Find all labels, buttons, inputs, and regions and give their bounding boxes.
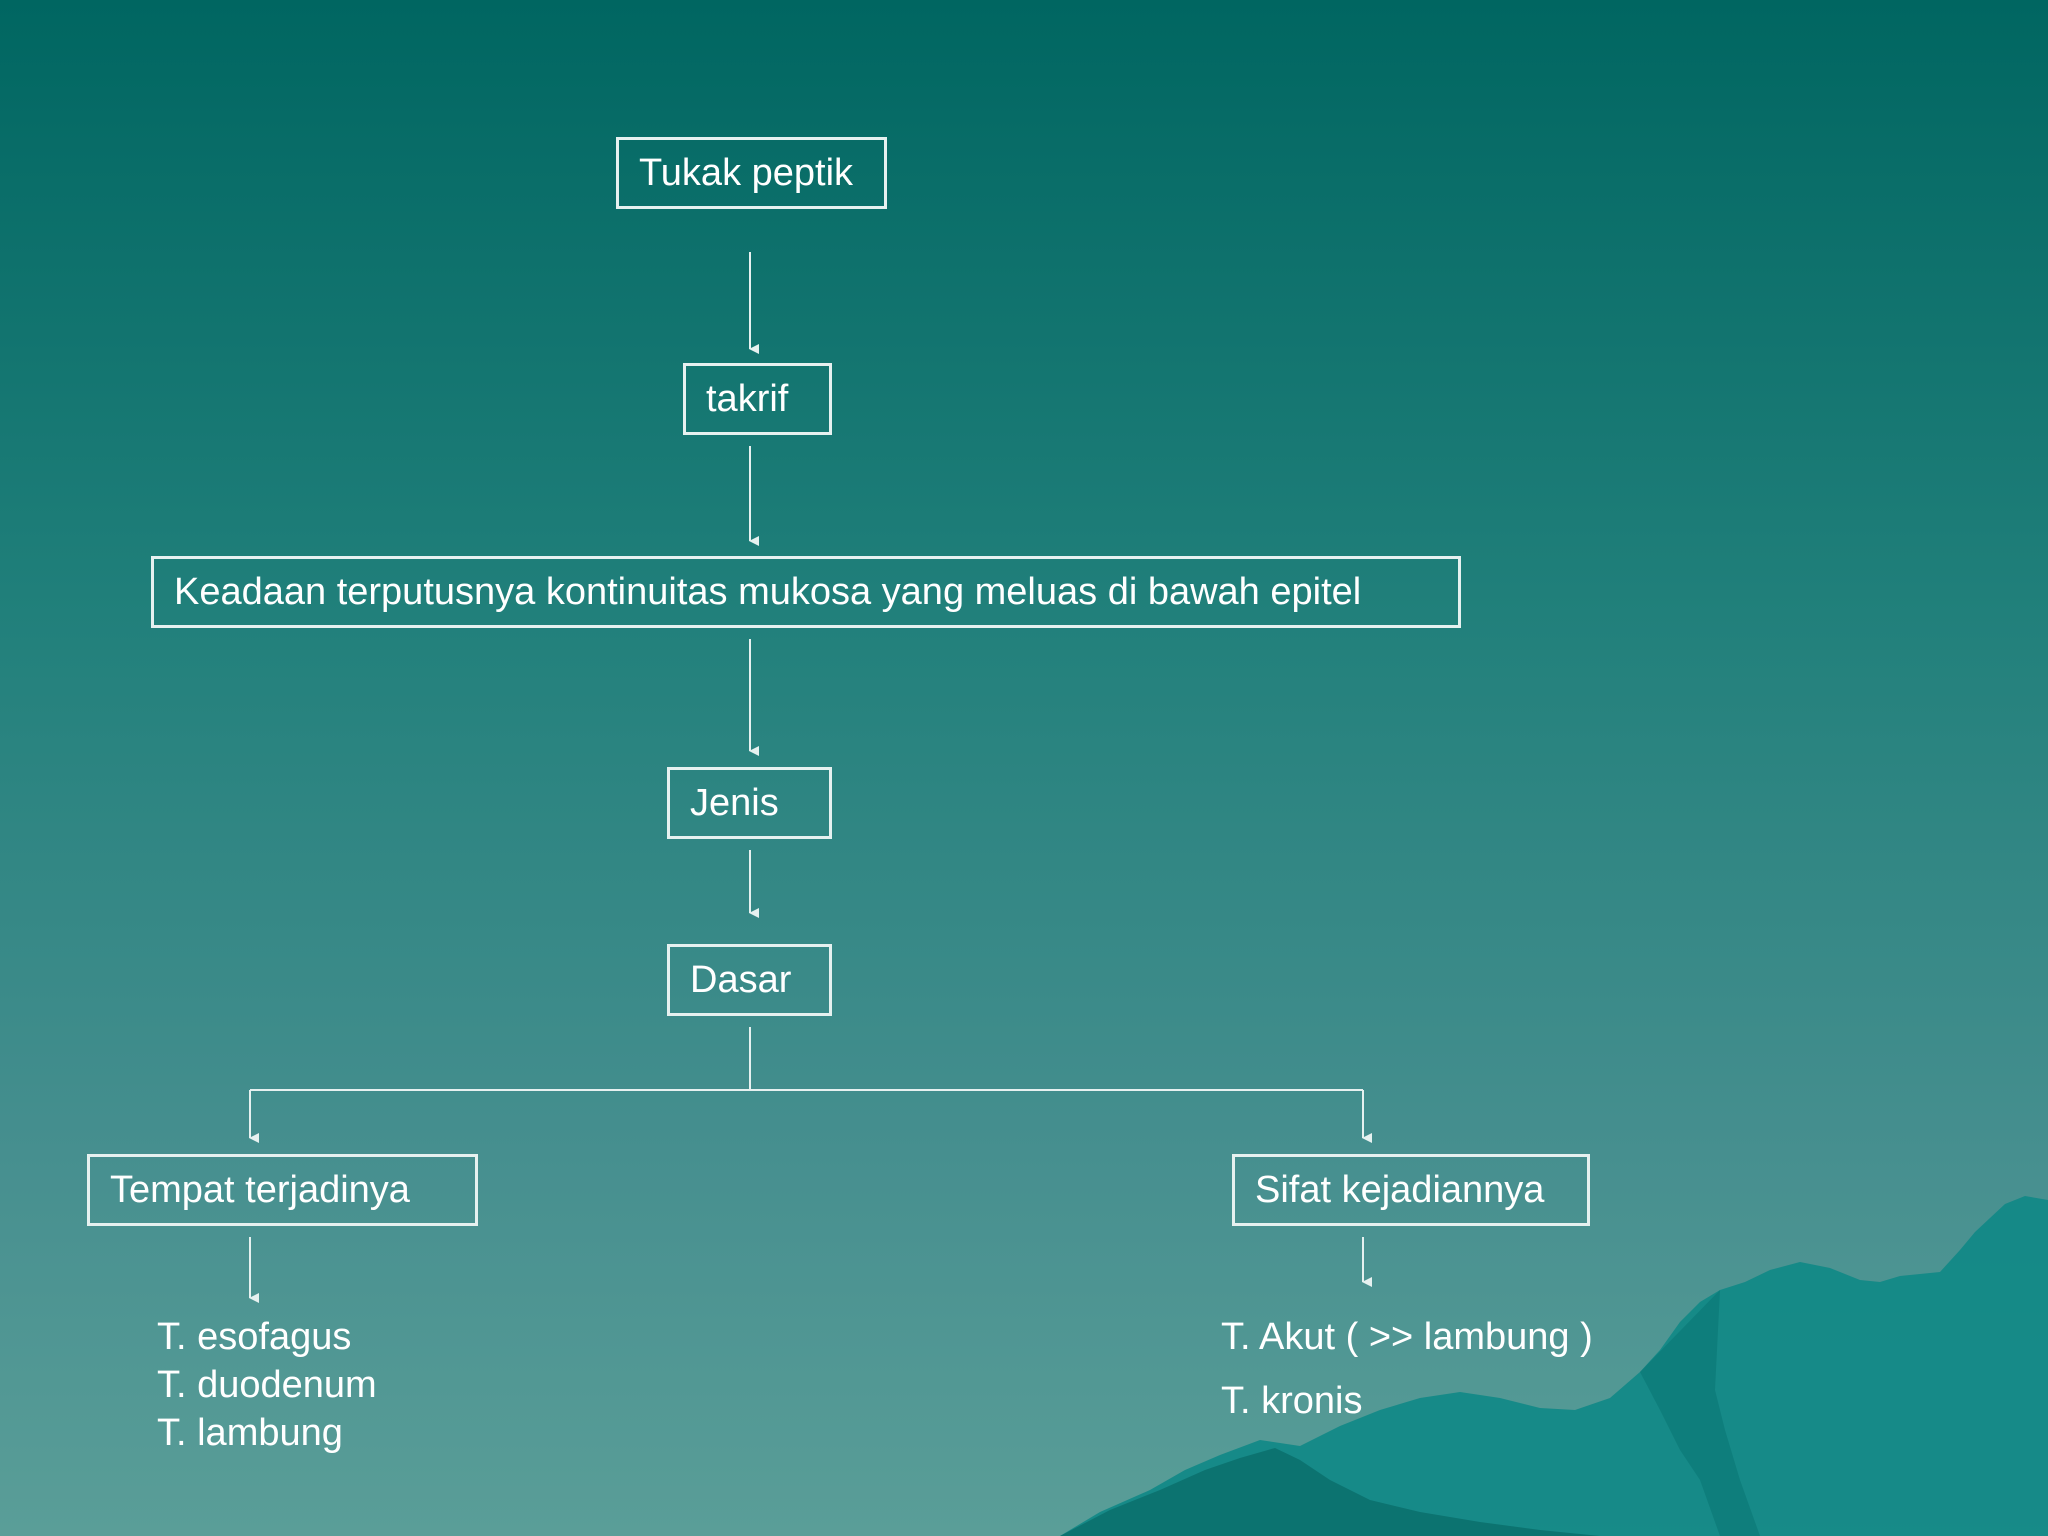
mountain-shadow <box>1060 1448 1600 1536</box>
right-branch-list: T. Akut ( >> lambung ) T. kronis <box>1221 1305 1593 1433</box>
left-branch-list: T. esofagus T. duodenum T. lambung <box>157 1313 377 1457</box>
node-right-branch-label: Sifat kejadiannya <box>1255 1169 1545 1211</box>
node-dasar: Dasar <box>667 944 832 1016</box>
node-jenis: Jenis <box>667 767 832 839</box>
node-jenis-label: Jenis <box>690 782 779 824</box>
node-definition-label: Keadaan terputusnya kontinuitas mukosa y… <box>174 571 1362 613</box>
mountain-shape <box>1060 1196 2048 1536</box>
list-item: T. lambung <box>157 1412 343 1454</box>
node-definition: Keadaan terputusnya kontinuitas mukosa y… <box>151 556 1461 628</box>
node-root: Tukak peptik <box>616 137 887 209</box>
list-item: T. Akut ( >> lambung ) <box>1221 1316 1593 1358</box>
node-left-branch: Tempat terjadinya <box>87 1154 478 1226</box>
list-item: T. kronis <box>1221 1380 1363 1422</box>
node-takrif: takrif <box>683 363 832 435</box>
node-root-label: Tukak peptik <box>639 152 854 194</box>
node-takrif-label: takrif <box>706 378 789 420</box>
node-left-branch-label: Tempat terjadinya <box>110 1169 410 1211</box>
node-dasar-label: Dasar <box>690 959 792 1001</box>
mountain-ridge <box>1640 1290 1760 1536</box>
node-right-branch: Sifat kejadiannya <box>1232 1154 1590 1226</box>
list-item: T. duodenum <box>157 1364 377 1406</box>
list-item: T. esofagus <box>157 1316 352 1358</box>
